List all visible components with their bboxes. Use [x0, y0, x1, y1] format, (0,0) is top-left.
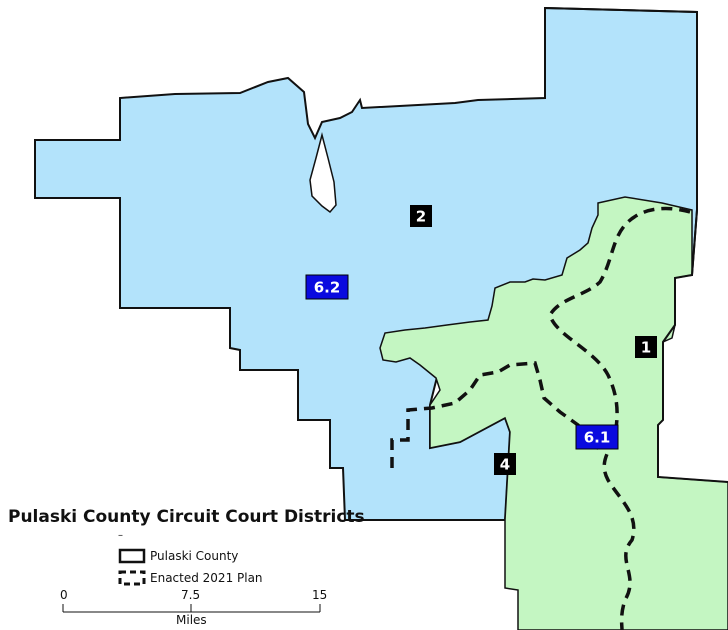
svg-text:4: 4	[500, 456, 510, 474]
legend-separator: –	[118, 530, 123, 541]
scale-tick-0: 0	[60, 588, 68, 602]
svg-text:6.2: 6.2	[314, 279, 341, 297]
legend-title: Pulaski County Circuit Court Districts	[8, 507, 365, 527]
county-boundary	[544, 7, 728, 483]
legend-item-enacted-2021-plan: Enacted 2021 Plan	[150, 571, 263, 585]
svg-text:2: 2	[416, 208, 426, 226]
legend-symbol-dashed	[118, 570, 146, 586]
scale-tick-7-5: 7.5	[181, 588, 201, 602]
scale-unit-label: Miles	[176, 613, 207, 627]
scale-bar	[62, 604, 321, 613]
district-label-4[interactable]: 4	[494, 453, 516, 475]
legend-item-pulaski-county: Pulaski County	[150, 549, 239, 563]
svg-text:1: 1	[641, 339, 651, 357]
scale-tick-15: 15	[312, 588, 328, 602]
enacted-2021-plan-line-east	[548, 206, 691, 630]
river-gap	[309, 132, 337, 214]
svg-text:6.1: 6.1	[584, 429, 611, 447]
legend-symbol-solid	[118, 548, 146, 564]
enacted-2021-plan-line-west	[390, 361, 599, 468]
district-label-1[interactable]: 1	[635, 336, 657, 358]
district-label-2[interactable]: 2	[410, 205, 432, 227]
subdistrict-label-6-2[interactable]: 6.2	[305, 274, 349, 300]
subdistrict-label-6-1[interactable]: 6.1	[575, 424, 619, 450]
